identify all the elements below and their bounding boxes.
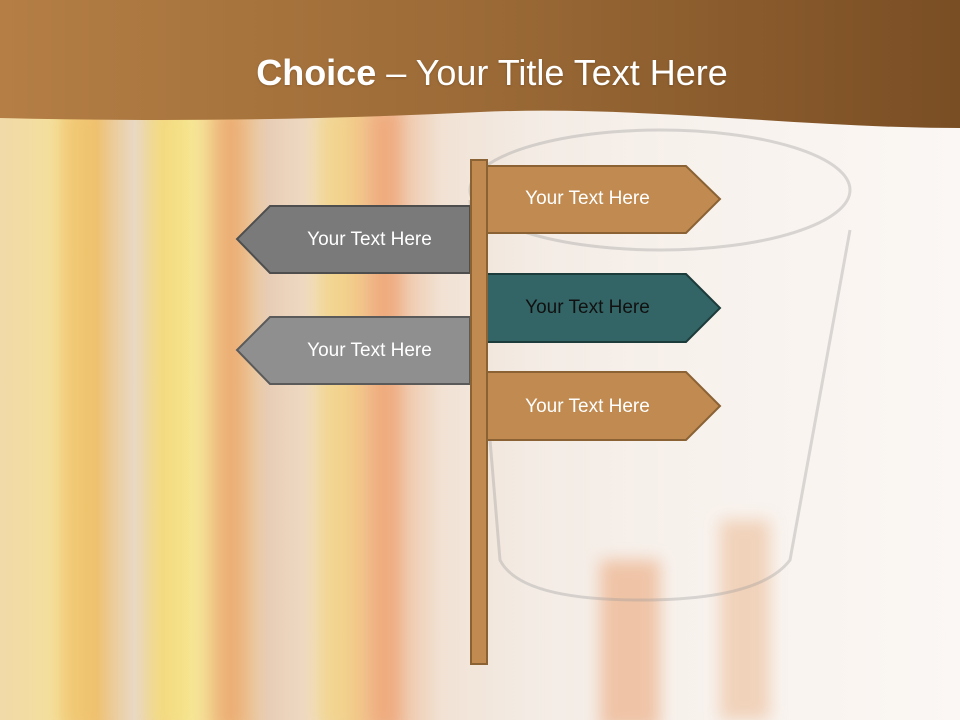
sign-left-2-label: Your Text Here <box>307 340 432 361</box>
sign-right-2-label: Your Text Here <box>525 297 650 318</box>
sign-left-2-shape <box>235 316 471 385</box>
title-dash: – <box>376 52 416 93</box>
title-rest: Your Title Text Here <box>415 52 728 93</box>
signpost-pole <box>470 159 488 665</box>
slide-title: Choice – Your Title Text Here <box>0 52 960 94</box>
title-bold: Choice <box>256 52 377 93</box>
sign-left-1-label: Your Text Here <box>307 229 432 250</box>
sign-right-1-label: Your Text Here <box>525 188 650 209</box>
sign-right-3-label: Your Text Here <box>525 396 650 417</box>
sign-left-1-shape <box>235 205 471 274</box>
